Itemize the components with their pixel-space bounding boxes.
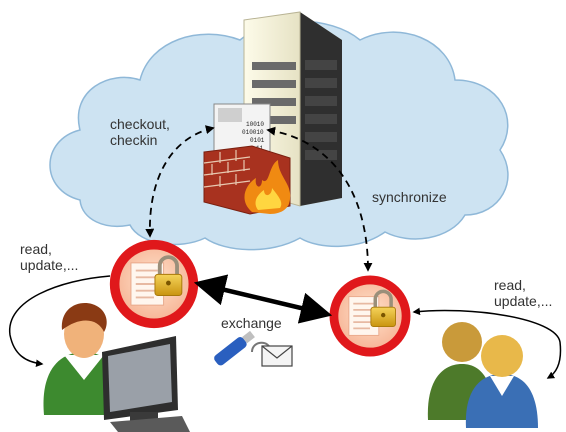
checkout-label-line-2: checkin bbox=[110, 132, 158, 148]
synchronize-label: synchronize bbox=[372, 189, 447, 205]
read-label-right-line-2: update,... bbox=[494, 293, 553, 309]
read-update-label-left: read, update,... bbox=[20, 241, 78, 273]
user-group-icon bbox=[427, 322, 538, 428]
document-bits-line-1: 10010 bbox=[246, 121, 264, 128]
read-update-label-right: read, update,... bbox=[494, 277, 552, 309]
read-update-arrow-right bbox=[412, 307, 562, 379]
document-bits-line-2: 010010 bbox=[242, 129, 264, 136]
read-label-right-line-1: read, bbox=[494, 277, 526, 293]
user-at-computer-icon bbox=[43, 303, 190, 432]
exchange-arrow bbox=[193, 274, 333, 324]
locked-file-icon-right bbox=[327, 273, 413, 359]
checkout-checkin-label: checkout, checkin bbox=[110, 116, 170, 148]
document-icon bbox=[213, 103, 271, 155]
read-update-arrow-left bbox=[9, 275, 111, 367]
locked-file-icon-left bbox=[107, 237, 201, 331]
exchange-label: exchange bbox=[221, 315, 282, 331]
checkout-label-line-1: checkout, bbox=[110, 116, 170, 132]
usb-stick-icon bbox=[214, 330, 255, 366]
email-icon bbox=[251, 341, 293, 367]
read-label-left-line-1: read, bbox=[20, 241, 52, 257]
read-label-left-line-2: update,... bbox=[20, 257, 79, 273]
checkout-arrow bbox=[145, 125, 215, 238]
document-bits-line-3: 0101 bbox=[250, 137, 265, 144]
synchronize-arrow bbox=[266, 126, 373, 272]
